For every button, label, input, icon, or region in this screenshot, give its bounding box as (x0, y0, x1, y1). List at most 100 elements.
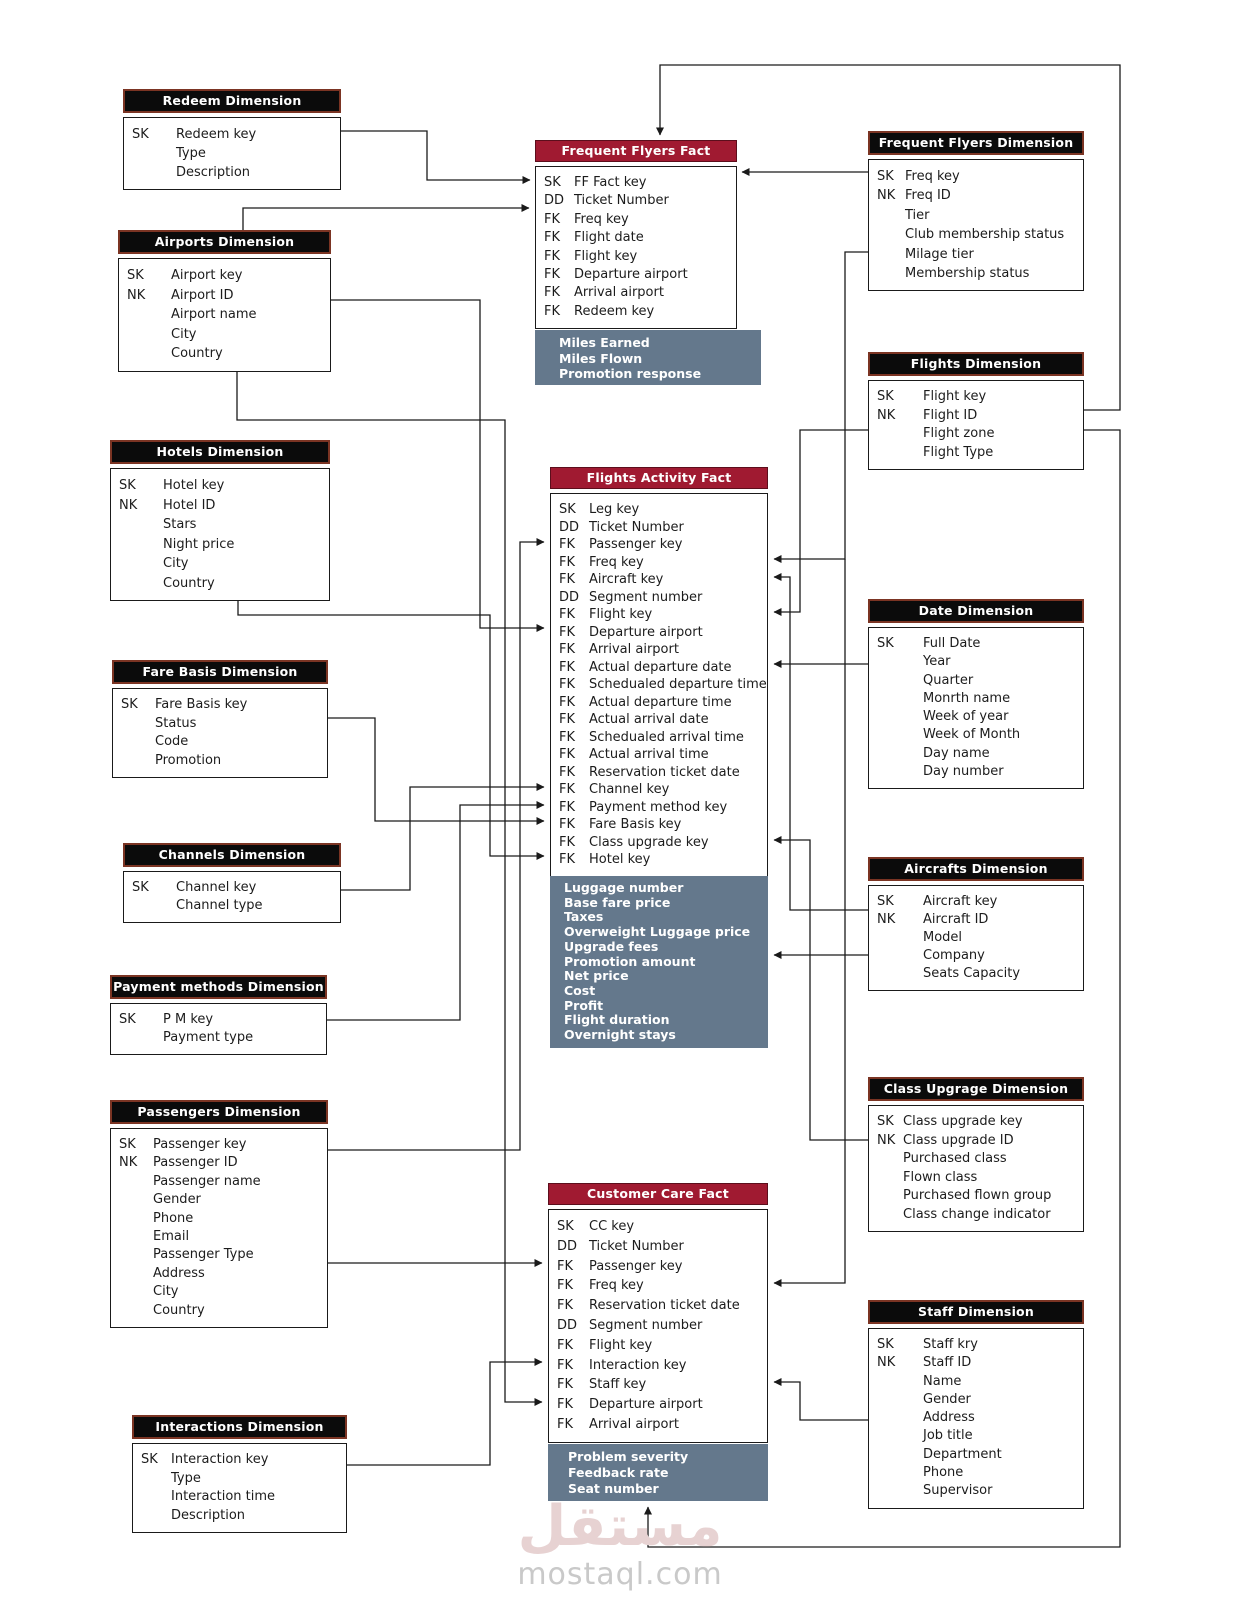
measure-row: Overweight Luggage price (564, 924, 751, 940)
field-row: SK Passenger key (119, 1136, 327, 1154)
connector-line (328, 538, 545, 1151)
field-key: FK (559, 694, 576, 710)
field-name: Department (923, 1446, 1002, 1462)
field-key (877, 947, 923, 965)
connector-line (347, 1358, 543, 1466)
field-key: SK (119, 1137, 136, 1152)
field-name: Flight ID (923, 407, 978, 423)
field-name: Gender (153, 1192, 201, 1208)
field-row: Type (141, 1470, 346, 1489)
field-key (877, 245, 905, 264)
field-name: Hotel key (589, 852, 651, 867)
field-key: FK (557, 1377, 574, 1393)
field-key: NK (127, 287, 146, 303)
field-name: Arrival airport (589, 642, 679, 657)
field-key: FK (559, 799, 576, 815)
field-name: Tier (905, 207, 930, 223)
field-key (877, 745, 923, 763)
field-name: Address (923, 1410, 975, 1426)
field-name: Staff kry (923, 1337, 978, 1352)
measure-row: Upgrade fees (564, 938, 659, 954)
field-name: Redeem key (574, 303, 655, 319)
field-key: FK (559, 572, 576, 587)
field-key (877, 1169, 903, 1188)
field-key (877, 763, 923, 781)
field-name: Freq ID (905, 188, 951, 204)
field-name: Staff ID (923, 1355, 972, 1371)
field-name: City (171, 326, 197, 342)
field-key: FK (559, 607, 576, 622)
field-key: FK (559, 834, 576, 850)
field-key: DD (559, 589, 580, 605)
field-name: Day number (923, 764, 1004, 780)
field-name: Passenger key (153, 1137, 247, 1152)
field-name: Passenger ID (153, 1155, 238, 1171)
field-row: Milage tier (877, 245, 1083, 264)
table-header: Passengers Dimension (110, 1100, 328, 1124)
field-name: Flight key (923, 389, 987, 404)
field-key: SK (877, 389, 894, 404)
field-name: Promotion (155, 752, 222, 768)
table-header: Class Upgrage Dimension (868, 1077, 1084, 1101)
field-key (877, 690, 923, 708)
field-key (877, 1464, 923, 1482)
connector-line (236, 366, 543, 1406)
field-key: DD (559, 519, 580, 535)
field-name: P M key (163, 1012, 214, 1027)
field-row: Passenger Type (119, 1246, 327, 1264)
field-key (877, 1150, 903, 1169)
field-key: SK (559, 502, 576, 517)
field-name: Stars (163, 517, 197, 532)
field-key: SK (132, 880, 149, 895)
field-row: Country (119, 574, 329, 594)
field-row: Purchased class (877, 1150, 1083, 1169)
field-key (141, 1470, 171, 1489)
field-name: Ticket Number (574, 193, 669, 209)
field-key: FK (559, 642, 576, 657)
field-name: Actual departure time (589, 694, 732, 710)
field-key: SK (141, 1452, 158, 1467)
field-name: CC key (589, 1219, 635, 1234)
field-name: Phone (923, 1465, 964, 1481)
measure-row: Miles Earned (559, 335, 650, 350)
field-key: SK (877, 636, 894, 651)
field-key (119, 1191, 153, 1209)
field-name: Country (163, 575, 215, 591)
field-name: Flight key (589, 1337, 653, 1353)
field-name: Fare Basis key (155, 697, 248, 712)
field-key: SK (119, 478, 136, 493)
table-header: Airports Dimension (118, 230, 331, 254)
field-key: DD (557, 1317, 578, 1333)
